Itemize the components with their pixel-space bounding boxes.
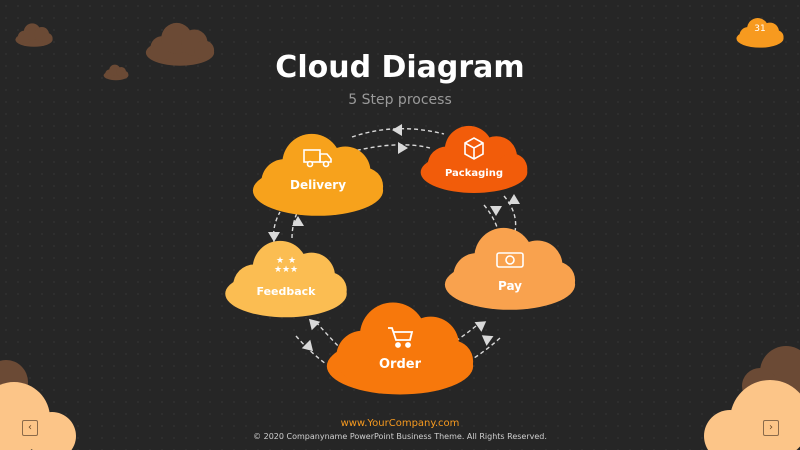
money-icon: [496, 252, 524, 268]
step-label-order: Order: [379, 357, 422, 372]
arrowhead: [292, 216, 304, 226]
cycle-arrowheads: [268, 124, 520, 352]
truck-icon: [303, 149, 332, 168]
footer-website[interactable]: www.YourCompany.com: [340, 418, 460, 429]
next-slide-button[interactable]: ›: [763, 420, 779, 436]
arrowhead: [301, 339, 314, 352]
chevron-left-icon: ‹: [28, 422, 32, 433]
step-order: Order: [326, 302, 474, 395]
prev-slide-button[interactable]: ‹: [22, 420, 38, 436]
decor-cloud-bottom-right: [704, 346, 800, 450]
arrowhead: [398, 142, 408, 154]
arrowhead: [481, 335, 494, 346]
arrowhead: [308, 318, 321, 331]
arrowhead: [490, 206, 502, 216]
cart-icon: [388, 327, 414, 348]
step-label-feedback: Feedback: [257, 285, 317, 298]
footer-copyright: © 2020 Companyname PowerPoint Business T…: [253, 432, 547, 441]
box-icon: [464, 137, 484, 160]
decor-cloud-top-left: [15, 23, 53, 47]
step-delivery: Delivery: [252, 133, 384, 216]
svg-text:★: ★: [290, 265, 298, 275]
slide-title: Cloud Diagram: [275, 50, 525, 85]
step-label-delivery: Delivery: [290, 178, 346, 192]
step-label-packaging: Packaging: [445, 168, 503, 179]
stars-icon: ★ ★ ★ ★ ★: [274, 256, 298, 275]
arrowhead: [392, 124, 402, 136]
step-packaging: Packaging: [420, 125, 528, 193]
svg-text:★: ★: [274, 265, 282, 275]
chevron-right-icon: ›: [769, 422, 773, 433]
svg-text:★: ★: [282, 265, 290, 275]
step-pay: Pay: [444, 227, 576, 310]
page-number: 31: [754, 24, 766, 34]
arrowhead: [268, 232, 280, 242]
svg-text:★: ★: [288, 256, 296, 266]
slide-subtitle: 5 Step process: [348, 92, 452, 108]
step-feedback: ★ ★ ★ ★ ★ Feedback: [225, 240, 347, 318]
svg-text:★: ★: [276, 256, 284, 266]
arrowhead: [474, 321, 487, 332]
step-label-pay: Pay: [498, 279, 522, 293]
arrowhead: [508, 194, 520, 204]
